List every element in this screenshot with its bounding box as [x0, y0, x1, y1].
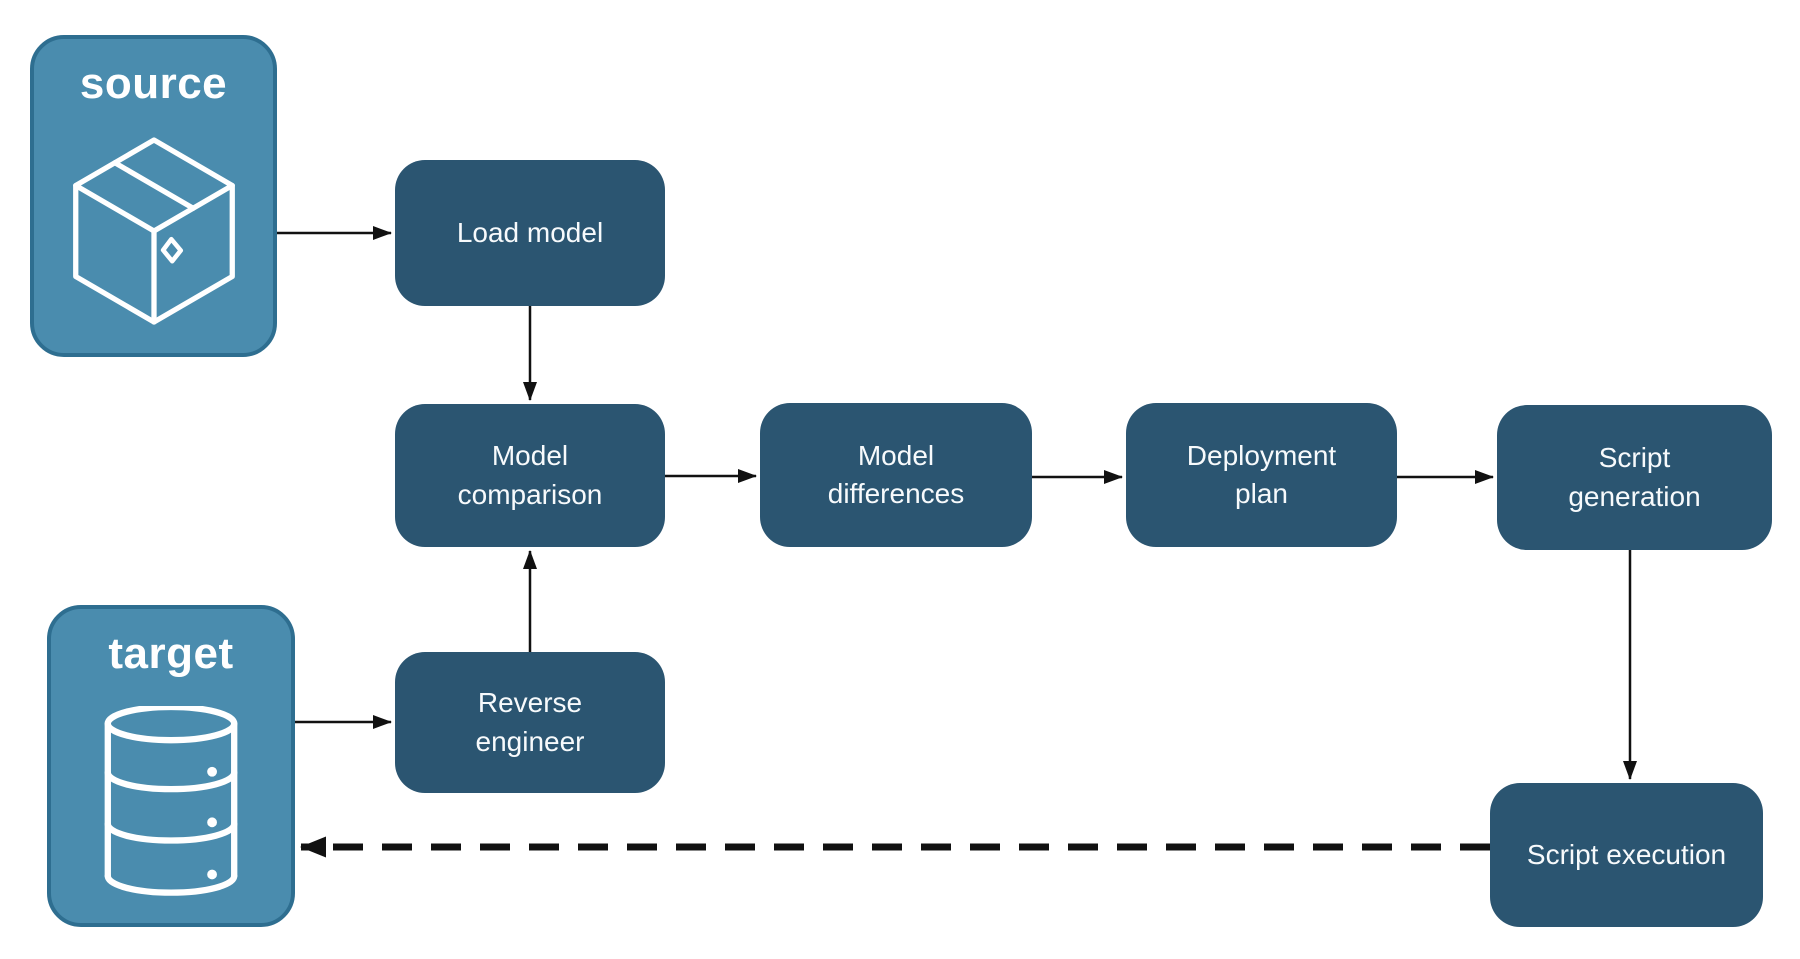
node-model-comparison: Model comparison	[395, 404, 665, 547]
node-label: Script execution	[1526, 838, 1727, 870]
node-reverse-engineer: Reverse engineer	[395, 652, 665, 793]
endpoint-target-label: target	[108, 629, 234, 678]
node-label: Model comparison	[457, 440, 603, 510]
node-load-model: Load model	[395, 160, 665, 306]
package-icon-wrap	[34, 109, 273, 353]
database-icon-wrap	[51, 679, 291, 923]
node-label: Reverse engineer	[475, 687, 585, 757]
database-icon	[104, 706, 238, 896]
node-script-execution: Script execution	[1490, 783, 1763, 927]
endpoint-source-label: source	[79, 59, 228, 108]
node-label: Load model	[456, 216, 604, 248]
node-model-differences: Model differences	[760, 403, 1032, 547]
node-deployment-plan: Deployment plan	[1126, 403, 1397, 547]
node-label: Model differences	[827, 439, 965, 509]
node-label: Deployment plan	[1186, 439, 1337, 509]
node-label: Script generation	[1568, 442, 1701, 512]
endpoint-source: source	[30, 35, 277, 357]
endpoint-target: target	[47, 605, 295, 927]
node-script-generation: Script generation	[1497, 405, 1772, 550]
package-icon	[72, 137, 235, 325]
